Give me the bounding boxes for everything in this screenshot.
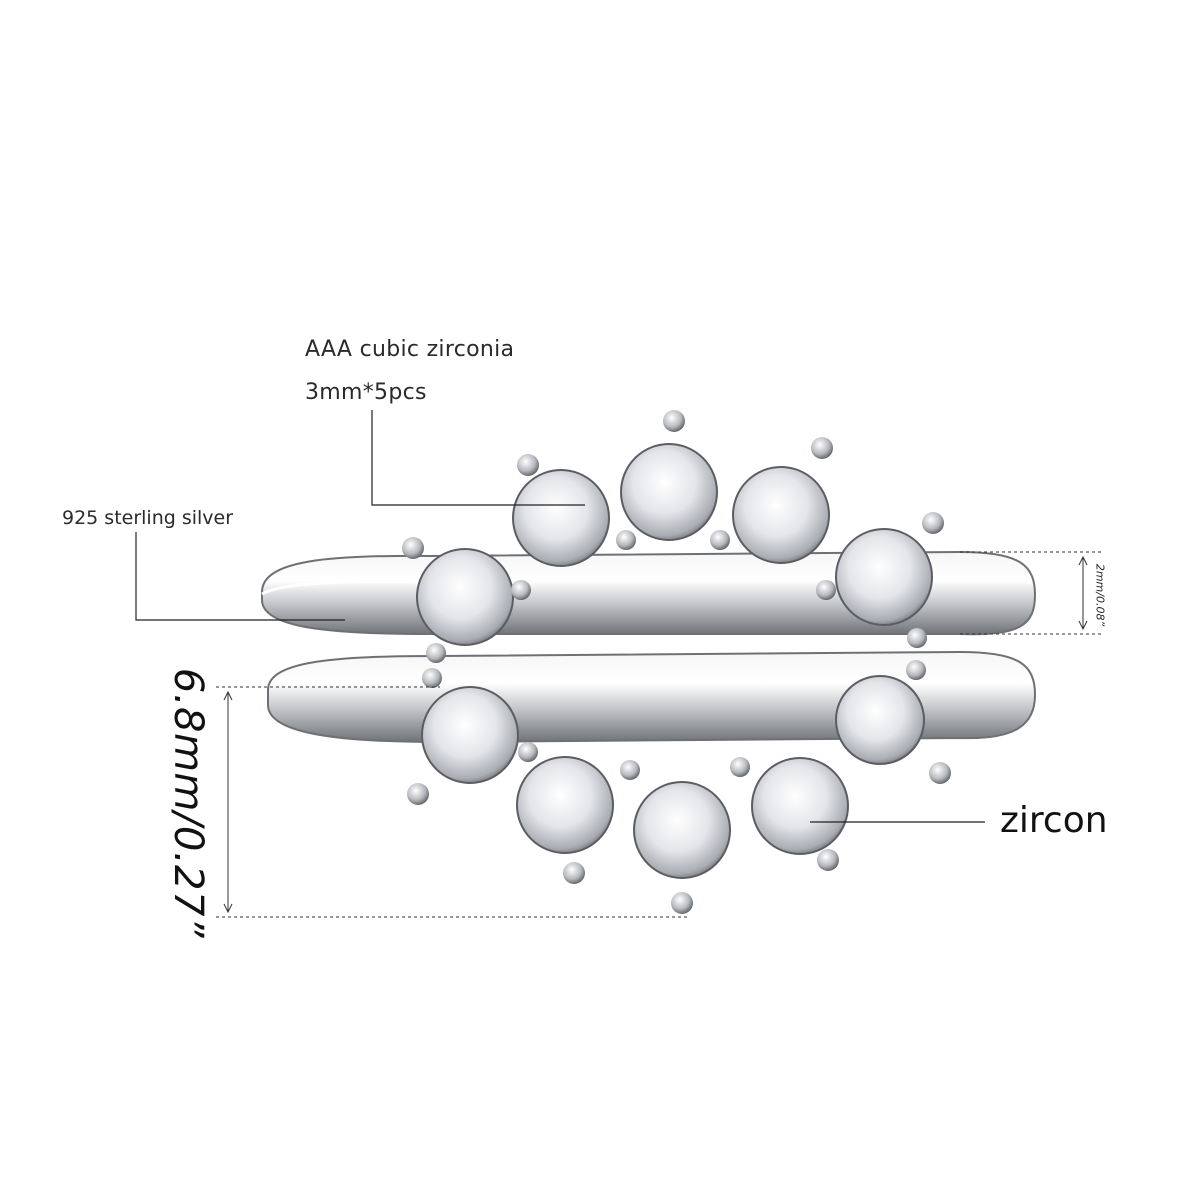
cubic-zirconia-leader — [371, 410, 585, 506]
stone-quality-label: AAA cubic zirconia — [305, 337, 515, 362]
upper-stone-arc — [402, 410, 944, 663]
height-dimension — [216, 686, 690, 918]
total-height-measure: 6.8mm/0.27” — [160, 668, 216, 938]
lower-stone-arc — [407, 660, 951, 914]
total-height-label: 6.8mm/0.27” — [165, 667, 211, 939]
sterling-silver-leader — [135, 532, 345, 621]
band-width-label: 2mm/0.08” — [1093, 563, 1107, 627]
band-width-measure: 2mm/0.08” — [1090, 555, 1110, 635]
leader-lines — [135, 410, 985, 823]
zircon-label: zircon — [1000, 800, 1108, 841]
stone-size-label: 3mm*5pcs — [305, 380, 427, 405]
width-dimension — [960, 551, 1102, 635]
material-label: 925 sterling silver — [62, 507, 234, 529]
